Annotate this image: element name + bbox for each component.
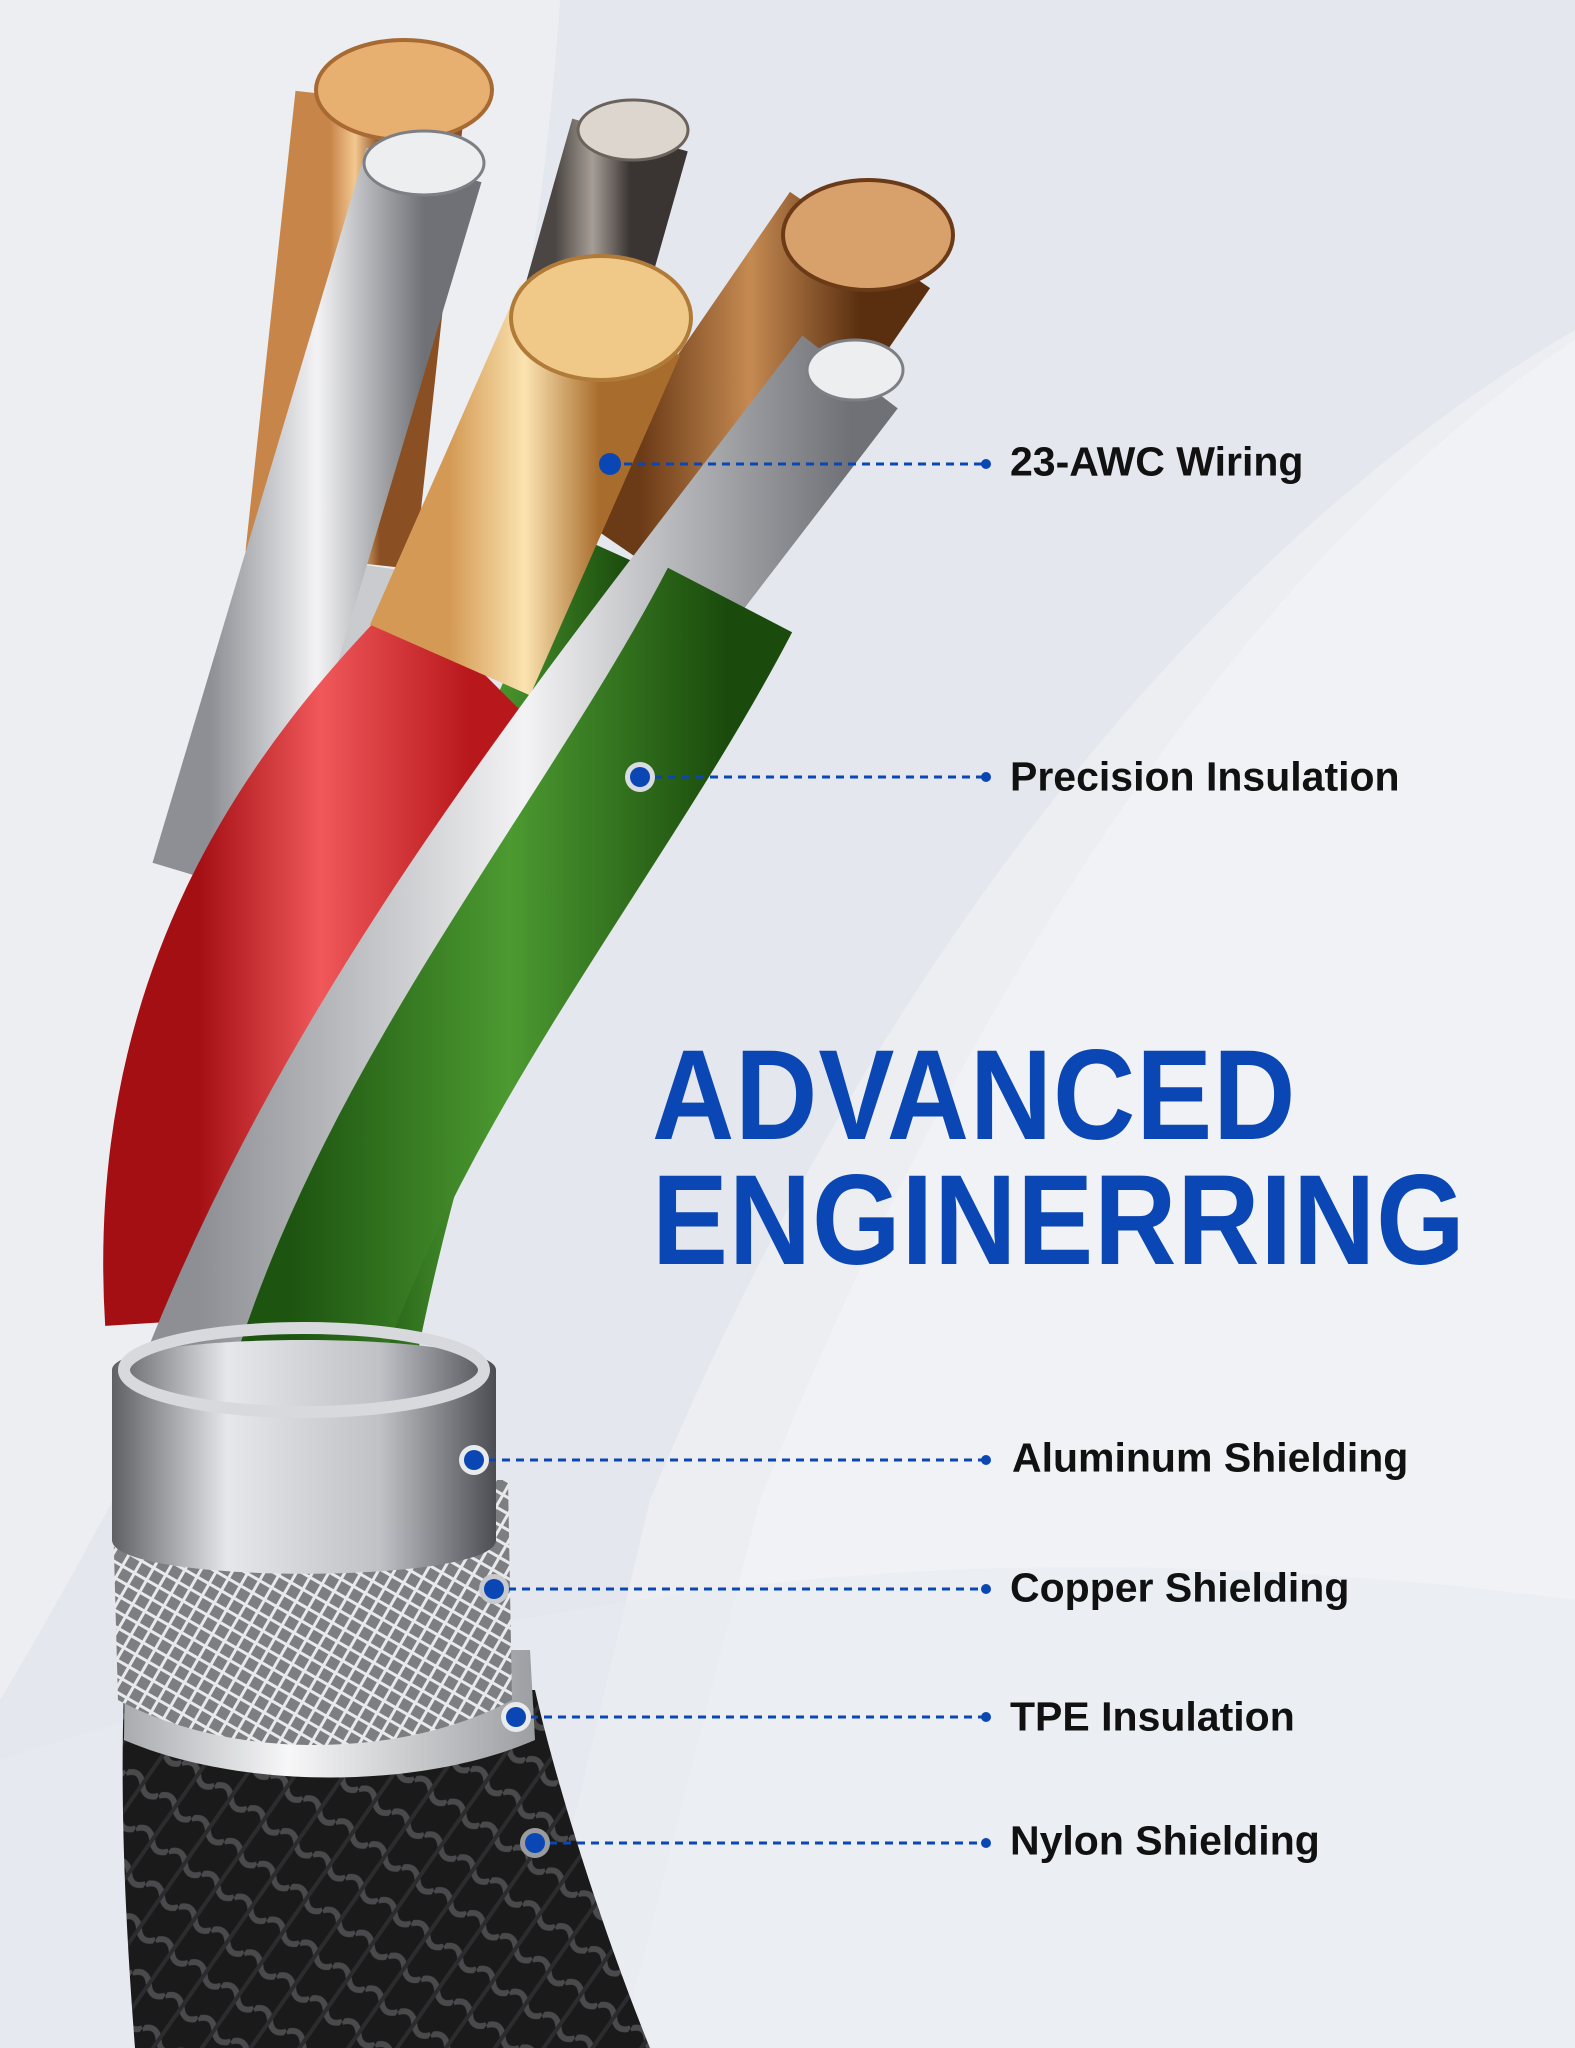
- callout-label-nylon: Nylon Shielding: [1010, 1817, 1320, 1864]
- callout-label-insulation: Precision Insulation: [1010, 753, 1400, 800]
- aluminum-ring: [112, 1340, 496, 1574]
- headline-line-2: ENGINERRING: [652, 1149, 1466, 1292]
- callout-label-tpe: TPE Insulation: [1010, 1693, 1295, 1740]
- callout-label-copper: Copper Shielding: [1010, 1564, 1350, 1611]
- callout-label-wiring: 23-AWC Wiring: [1010, 438, 1304, 485]
- headline-line-1: ADVANCED: [652, 1024, 1297, 1167]
- nylon-jacket: [122, 1690, 651, 2048]
- callout-label-aluminum: Aluminum Shielding: [1012, 1434, 1409, 1481]
